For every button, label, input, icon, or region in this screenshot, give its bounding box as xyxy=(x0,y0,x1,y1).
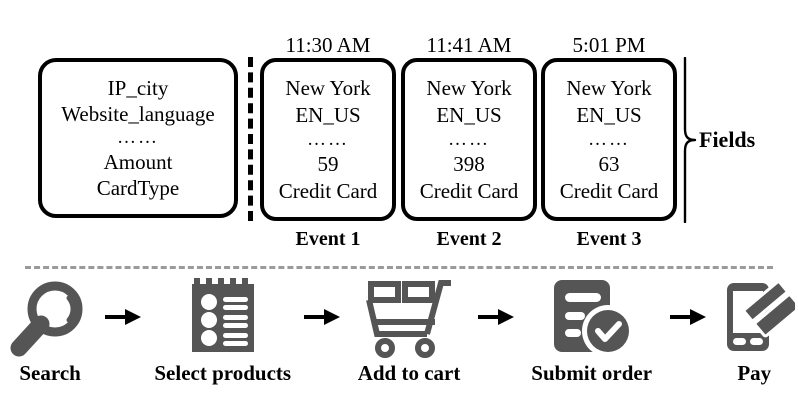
event-column: 11:30 AM New York EN_US …… 59 Credit Car… xyxy=(260,32,396,251)
phone-card-icon xyxy=(713,274,796,360)
flow-step-label: Select products xyxy=(154,361,292,385)
field-name-ellipsis: …… xyxy=(117,127,159,148)
event-label: Event 1 xyxy=(295,228,361,250)
event-value: EN_US xyxy=(436,102,502,127)
event-value: Credit Card xyxy=(419,178,519,203)
event-value-ellipsis: …… xyxy=(588,128,630,150)
event-value-ellipsis: …… xyxy=(448,128,490,150)
event-value: New York xyxy=(285,75,371,100)
order-check-icon xyxy=(550,274,634,360)
user-journey-flow: Search Select products xyxy=(0,274,798,415)
event-value: 398 xyxy=(453,151,485,176)
flow-step-label: Search xyxy=(19,361,81,385)
field-name: Amount xyxy=(103,150,173,174)
arrow-right-icon xyxy=(665,274,711,360)
event-value: New York xyxy=(566,75,652,100)
event-label: Event 2 xyxy=(436,228,502,250)
event-column: 5:01 PM New York EN_US …… 63 Credit Card… xyxy=(541,32,677,251)
event-value-box: New York EN_US …… 59 Credit Card xyxy=(260,58,396,221)
event-value: 63 xyxy=(598,151,620,176)
field-schema-box: IP_city Website_language …… Amount CardT… xyxy=(38,58,238,218)
fields-bracket-group: Fields xyxy=(682,56,794,224)
event-value: New York xyxy=(426,75,512,100)
event-label: Event 3 xyxy=(576,228,642,250)
arrow-right-icon xyxy=(473,274,519,360)
event-timestamp: 5:01 PM xyxy=(572,33,646,57)
flow-step-add-to-cart: Add to cart xyxy=(345,274,473,386)
event-value: EN_US xyxy=(576,102,642,127)
product-list-icon xyxy=(186,274,260,360)
field-name: Website_language xyxy=(61,102,215,126)
event-timestamp: 11:30 AM xyxy=(285,33,371,57)
flow-step-label: Submit order xyxy=(531,361,653,385)
event-value-box: New York EN_US …… 398 Credit Card xyxy=(401,58,537,221)
flow-step-label: Pay xyxy=(737,361,772,385)
event-value: Credit Card xyxy=(278,178,378,203)
section-dashed-divider xyxy=(25,266,773,269)
field-name: IP_city xyxy=(107,76,169,100)
shopping-cart-icon xyxy=(365,274,453,360)
event-value: EN_US xyxy=(295,102,361,127)
event-value: Credit Card xyxy=(559,178,659,203)
event-schema-section: IP_city Website_language …… Amount CardT… xyxy=(38,32,794,251)
flow-step-search: Search xyxy=(0,274,100,386)
flow-step-pay: Pay xyxy=(711,274,798,386)
event-column: 11:41 AM New York EN_US …… 398 Credit Ca… xyxy=(401,32,537,251)
fields-label: Fields xyxy=(699,127,756,152)
event-timestamp: 11:41 AM xyxy=(426,33,512,57)
arrow-right-icon xyxy=(100,274,146,360)
event-value-box: New York EN_US …… 63 Credit Card xyxy=(541,58,677,221)
event-value: 59 xyxy=(317,151,339,176)
flow-step-select-products: Select products xyxy=(146,274,299,386)
vertical-dashed-separator xyxy=(248,57,253,221)
event-value-ellipsis: …… xyxy=(307,128,349,150)
flow-step-submit-order: Submit order xyxy=(519,274,665,386)
magnifier-icon xyxy=(7,274,93,360)
curly-brace-icon xyxy=(683,57,697,223)
field-name: CardType xyxy=(96,176,180,200)
arrow-right-icon xyxy=(299,274,345,360)
flow-step-label: Add to cart xyxy=(357,361,461,385)
